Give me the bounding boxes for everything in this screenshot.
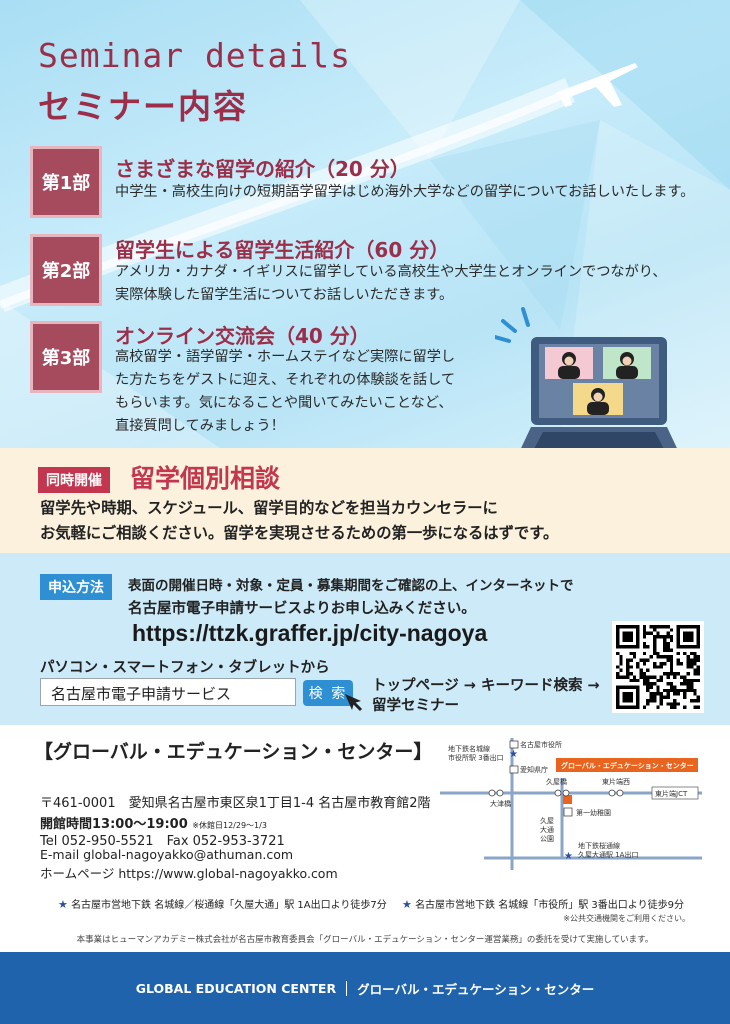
svg-text:★: ★ xyxy=(509,749,518,760)
steps-line: トップページ → キーワード検索 → xyxy=(372,678,600,694)
laptop-video-call-icon xyxy=(495,307,677,448)
consult-text: 留学先や時期、スケジュール、留学目的などを担当カウンセラーに お気軽にご相談くだ… xyxy=(40,496,558,546)
hours-text: 開館時間13:00～19:00 xyxy=(40,817,188,832)
map-label-park-3: 公園 xyxy=(540,835,554,843)
qr-code[interactable] xyxy=(612,621,704,713)
steps-line: 留学セミナー xyxy=(372,698,459,714)
map-label-sakuradori-exit: 久屋大通駅 1A出口 xyxy=(578,850,638,859)
map-label-park-2: 大通 xyxy=(540,825,554,834)
center-hours: 開館時間13:00～19:00 ※休館日12/29～1/3 xyxy=(40,813,267,832)
access-map: ★ ★ 名古屋市役所 地下鉄名城線 市役所駅 3番出口 愛知県庁 久屋橋 東片端… xyxy=(440,738,702,870)
apply-instruction-2: 名古屋市電子申請サービスよりお申し込みください。 xyxy=(128,601,476,617)
desc-line: 直接質問してみましょう！ xyxy=(115,418,285,434)
map-label-higashi-kataha: 東片端西 xyxy=(602,777,630,786)
map-label-hisaya-bridge: 久屋橋 xyxy=(546,777,567,786)
access-route-1: ★ 名古屋市営地下鉄 名城線／桜通線「久屋大通」駅 1A出口より徒歩7分 xyxy=(58,896,387,911)
map-label-sakuradori: 地下鉄桜通線 xyxy=(578,841,620,850)
center-name: 【グローバル・エデュケーション・センター】 xyxy=(34,741,433,763)
star-icon: ★ xyxy=(402,898,412,911)
map-label-center: グローバル・エデュケーション・センター xyxy=(561,761,694,770)
part-3-title: オンライン交流会（40 分） xyxy=(115,324,370,348)
disclaimer: 本事業はヒューマンアカデミー株式会社が名古屋市教育委員会「グローバル・エデュケー… xyxy=(76,935,654,945)
map-label-jct: 東片端JCT xyxy=(655,789,688,798)
map-label-meijo: 地下鉄名城線 xyxy=(448,744,490,753)
map-label-shiyakusho: 名古屋市役所 xyxy=(520,740,562,749)
hours-note: ※休館日12/29～1/3 xyxy=(192,821,267,830)
apply-method-tag: 申込方法 xyxy=(40,574,112,600)
apply-devices-text: パソコン・スマートフォン・タブレットから xyxy=(40,660,330,676)
apply-url-link[interactable]: https://ttzk.graffer.jp/city-nagoya xyxy=(132,620,488,646)
part-2-badge: 第2部 xyxy=(30,234,102,306)
desc-line: た方たちをゲストに迎え、それぞれの体験談を話して xyxy=(115,372,456,388)
star-icon: ★ xyxy=(58,898,68,911)
concurrent-event-tag: 同時開催 xyxy=(38,467,110,493)
qr-code-pattern xyxy=(616,625,700,709)
access-text-2: 名古屋市営地下鉄 名城線「市役所」駅 3番出口より徒歩9分 xyxy=(415,900,684,911)
consult-line: 留学先や時期、スケジュール、留学目的などを担当カウンセラーに xyxy=(40,499,498,517)
center-address: 〒461-0001 愛知県名古屋市東区泉1丁目1-4 名古屋市教育館2階 xyxy=(40,796,431,811)
consult-title: 留学個別相談 xyxy=(130,464,281,493)
transport-note: ※公共交通機関をご利用ください。 xyxy=(563,914,690,923)
search-button[interactable]: 検 索 xyxy=(303,680,353,706)
consult-section xyxy=(0,448,730,553)
consult-line: お気軽にご相談ください。留学を実現させるための第一歩になるはずです。 xyxy=(40,524,559,542)
footer-divider xyxy=(346,980,348,996)
airplane-icon xyxy=(555,63,638,107)
access-route-2: ★ 名古屋市営地下鉄 名城線「市役所」駅 3番出口より徒歩9分 xyxy=(402,896,684,911)
map-label-meijo-exit: 市役所駅 3番出口 xyxy=(448,753,504,762)
part-3-badge: 第3部 xyxy=(30,321,102,393)
map-label-park-1: 久屋 xyxy=(540,816,554,825)
part-3-desc: 高校留学・語学留学・ホームステイなど実際に留学し た方たちをゲストに迎え、それぞ… xyxy=(115,346,455,438)
seminar-section: Seminar details セミナー内容 第1部 さまざまな留学の紹介（20… xyxy=(0,0,730,448)
part-1-title: さまざまな留学の紹介（20 分） xyxy=(115,157,410,181)
svg-text:★: ★ xyxy=(564,851,573,862)
title-english: Seminar details xyxy=(38,36,352,75)
map-label-otsu: 大津橋 xyxy=(490,799,511,808)
desc-line: 実際体験した留学生活についてお話しいただきます。 xyxy=(115,287,454,303)
center-tel: Tel 052-950-5521 Fax 052-953-3721 xyxy=(40,834,285,849)
part-2-desc: アメリカ・カナダ・イギリスに留学している高校生や大学生とオンラインでつながり、 … xyxy=(115,261,667,307)
desc-line: 高校留学・語学留学・ホームステイなど実際に留学し xyxy=(115,349,456,365)
part-1-desc: 中学生・高校生向けの短期語学留学はじめ海外大学などの留学についてお話しいたします… xyxy=(115,181,694,204)
desc-line: もらいます。気になることや聞いてみたいことなど、 xyxy=(115,395,453,411)
map-label-daiichi: 第一幼稚園 xyxy=(576,808,611,817)
cursor-arrow-icon xyxy=(345,694,363,712)
footer-english: GLOBAL EDUCATION CENTER xyxy=(135,980,337,996)
part-1-badge: 第1部 xyxy=(30,146,102,218)
footer: GLOBAL EDUCATION CENTER グローバル・エデュケーション・セ… xyxy=(0,952,730,1024)
center-email[interactable]: E-mail global-nagoyakko@athuman.com xyxy=(40,847,294,862)
part-2-title: 留学生による留学生活紹介（60 分） xyxy=(115,238,450,262)
search-input[interactable]: 名古屋市電子申請サービス xyxy=(40,678,296,706)
footer-japanese: グローバル・エデュケーション・センター xyxy=(357,981,595,997)
title-japanese: セミナー内容 xyxy=(38,87,248,126)
access-text-1: 名古屋市営地下鉄 名城線／桜通線「久屋大通」駅 1A出口より徒歩7分 xyxy=(71,900,387,911)
desc-line: 中学生・高校生向けの短期語学留学はじめ海外大学などの留学についてお話しいたします… xyxy=(115,184,695,200)
search-steps: トップページ → キーワード検索 → 留学セミナー xyxy=(372,676,600,716)
apply-instruction-1: 表面の開催日時・対象・定員・募集期間をご確認の上、インターネットで xyxy=(128,578,574,594)
center-website[interactable]: ホームページ https://www.global-nagoyakko.com xyxy=(40,866,338,881)
desc-line: アメリカ・カナダ・イギリスに留学している高校生や大学生とオンラインでつながり、 xyxy=(115,264,667,280)
map-label-aichi: 愛知県庁 xyxy=(520,765,548,774)
